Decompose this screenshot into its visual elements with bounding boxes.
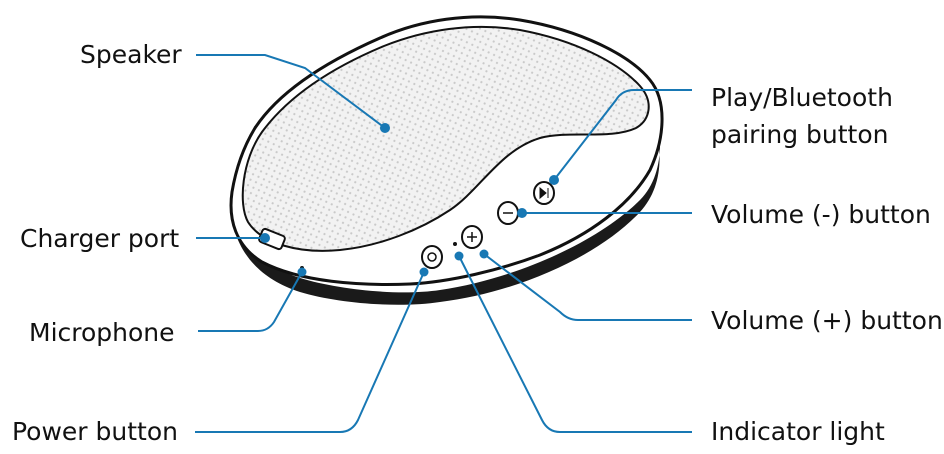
dot-play — [549, 175, 559, 185]
label-volume-plus: Volume (+) button — [711, 306, 943, 335]
label-indicator-light: Indicator light — [711, 417, 885, 446]
label-volume-minus: Volume (-) button — [711, 200, 931, 229]
leader-mic — [198, 271, 303, 332]
label-microphone: Microphone — [29, 318, 175, 347]
leader-play — [553, 89, 692, 181]
leader-power — [195, 271, 425, 433]
power-button — [421, 245, 443, 269]
dot-speaker — [380, 123, 390, 133]
label-play-bluetooth-line2: pairing button — [711, 120, 889, 149]
leader-indicator — [458, 255, 692, 433]
label-play-bluetooth: Play/Bluetooth pairing button — [711, 79, 893, 153]
leader-volplus — [483, 253, 692, 321]
plus-icon — [467, 232, 477, 242]
volume-minus-button — [497, 201, 519, 225]
power-icon — [427, 252, 437, 262]
play-pause-icon — [539, 186, 549, 200]
dot-volplus — [479, 249, 489, 259]
dot-power — [419, 267, 429, 277]
volume-plus-button — [461, 225, 483, 249]
label-power-button: Power button — [12, 417, 178, 446]
dot-volminus — [517, 208, 527, 218]
dot-mic — [297, 267, 307, 277]
speaker-grille — [241, 25, 650, 252]
label-charger-port: Charger port — [20, 224, 180, 253]
dot-charger — [260, 233, 270, 243]
label-speaker: Speaker — [80, 40, 182, 69]
label-play-bluetooth-line1: Play/Bluetooth — [711, 83, 893, 112]
indicator-light — [453, 242, 457, 246]
dot-indicator — [454, 251, 464, 261]
leader-speaker — [196, 54, 386, 129]
play-bluetooth-button — [533, 181, 555, 205]
